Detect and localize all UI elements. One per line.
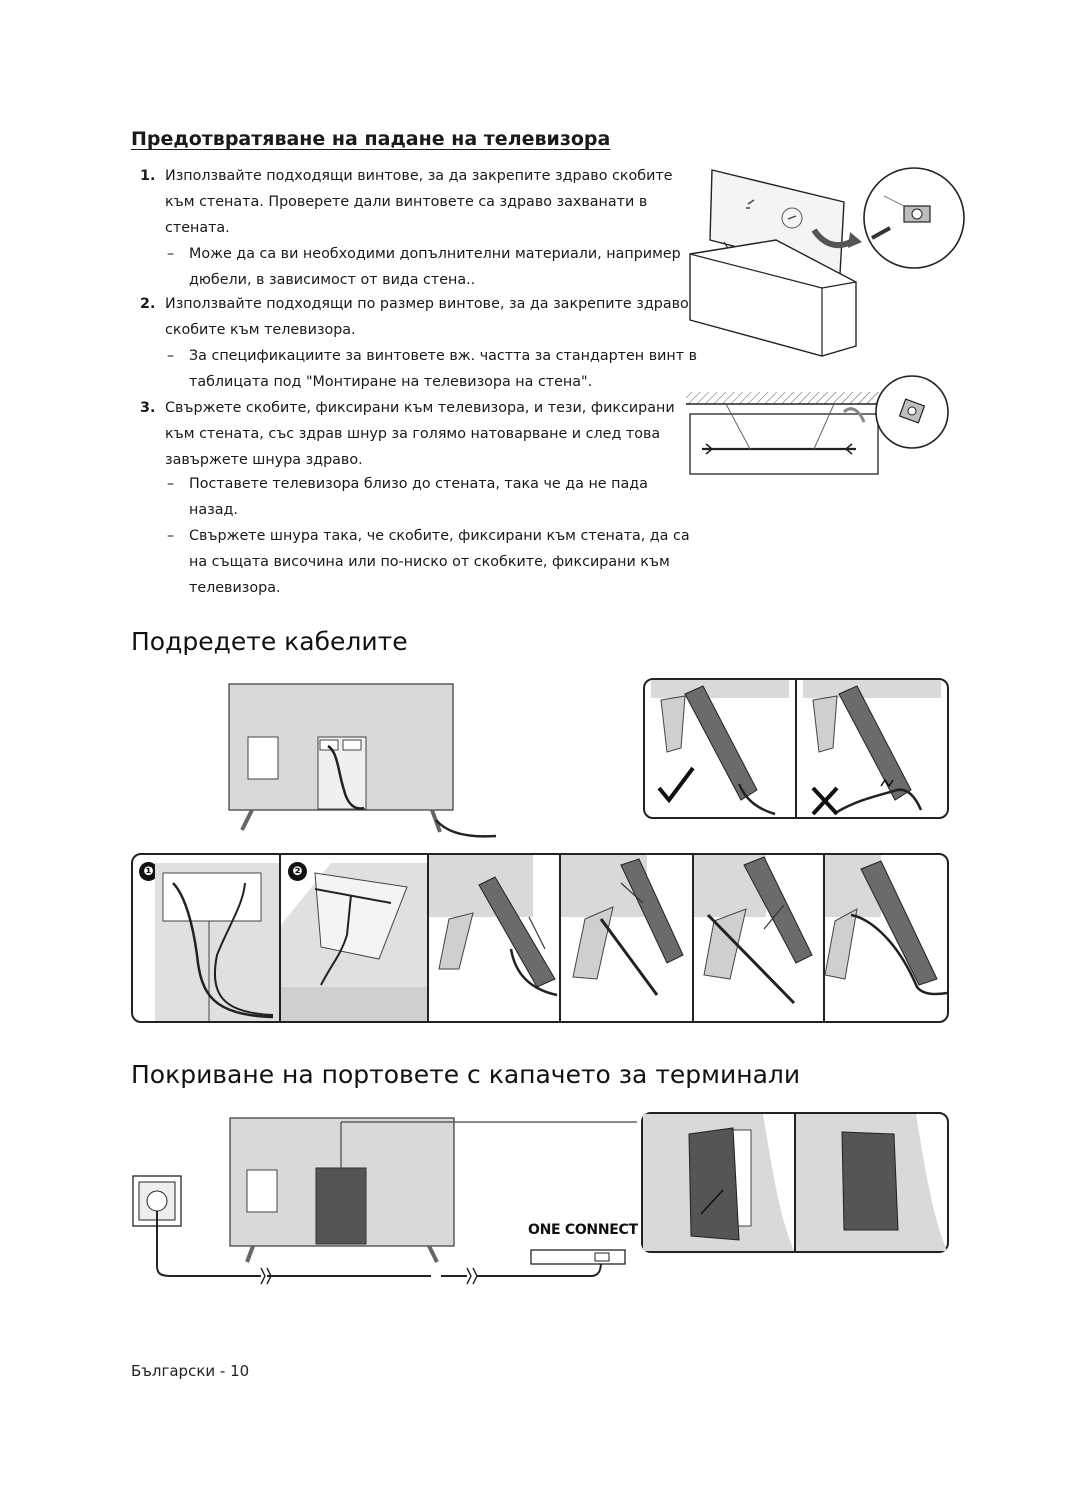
sublist-dash: – [167, 476, 175, 492]
tv-back-cable-illustration [228, 683, 497, 838]
sublist-dash: – [167, 348, 175, 364]
section-heading-prevent-falling: Предотвратяване на падане на телевизора [131, 128, 611, 150]
page-footer: Български - 10 [131, 1362, 250, 1380]
sublist-dash: – [167, 246, 175, 262]
sublist-item: Може да са ви необходими допълнителни ма… [189, 241, 681, 293]
text-line: дюбели, в зависимост от вида стена.. [189, 272, 476, 288]
panel-divider [427, 855, 429, 1021]
tv-stand-bracket-illustration [689, 167, 965, 357]
terminal-cover-step-2-illustration [796, 1114, 947, 1251]
list-number: 2. [140, 296, 156, 312]
terminal-cover-step-1-illustration [643, 1114, 794, 1251]
wall-cord-illustration [686, 375, 949, 475]
list-number: 3. [140, 400, 156, 416]
step-badge-2: ❷ [288, 862, 307, 881]
text-line: Използвайте подходящи по размер винтове,… [165, 296, 689, 312]
cable-step-6-illustration [824, 855, 948, 996]
panel-divider [279, 855, 281, 1021]
text-line: завържете шнура здраво. [165, 452, 363, 468]
step-badge-1: ❶ [139, 862, 158, 881]
text-line: назад. [189, 502, 238, 518]
list-item: Използвайте подходящи по размер винтове,… [165, 291, 689, 343]
text-line: Свържете скобите, фиксирани към телевизо… [165, 400, 675, 416]
text-line: таблицата под "Монтиране на телевизора н… [189, 374, 593, 390]
panel-divider [559, 855, 561, 1021]
one-connect-tv-illustration [132, 1117, 637, 1285]
text-line: Свържете шнура така, че скобите, фиксира… [189, 528, 690, 544]
section-heading-terminal-cover: Покриване на портовете с капачето за тер… [131, 1060, 801, 1089]
cable-step-1-illustration [155, 863, 279, 1021]
text-line: към стената. Проверете дали винтовете са… [165, 194, 648, 210]
stand-correct-illustration [651, 680, 789, 816]
text-line: скобите към телевизора. [165, 322, 356, 338]
panel-divider [795, 679, 797, 818]
sublist-item: Свържете шнура така, че скобите, фиксира… [189, 523, 690, 601]
text-line: стената. [165, 220, 230, 236]
panel-divider [794, 1113, 796, 1252]
list-item: Свържете скобите, фиксирани към телевизо… [165, 395, 675, 473]
list-number: 1. [140, 168, 156, 184]
list-item: Използвайте подходящи винтове, за да зак… [165, 163, 673, 241]
one-connect-label: ONE CONNECT [528, 1222, 638, 1238]
text-line: Може да са ви необходими допълнителни ма… [189, 246, 681, 262]
sublist-item: За спецификациите за винтовете вж. частт… [189, 343, 697, 395]
section-heading-arrange-cables: Подредете кабелите [131, 627, 408, 656]
cable-step-2-illustration [281, 863, 427, 1021]
panel-divider [692, 855, 694, 1021]
text-line: За спецификациите за винтовете вж. частт… [189, 348, 698, 364]
cable-steps-panel [131, 853, 949, 1023]
panel-divider [823, 855, 825, 1021]
text-line: Поставете телевизора близо до стената, т… [189, 476, 648, 492]
sublist-item: Поставете телевизора близо до стената, т… [189, 471, 648, 523]
text-line: телевизора. [189, 580, 281, 596]
text-line: към стената, със здрав шнур за голямо на… [165, 426, 661, 442]
text-line: на същата височина или по-ниско от скобк… [189, 554, 670, 570]
text-line: Използвайте подходящи винтове, за да зак… [165, 168, 673, 184]
cable-step-5-illustration [694, 855, 813, 1005]
sublist-dash: – [167, 528, 175, 544]
cable-step-4-illustration [561, 855, 684, 996]
cable-step-3-illustration [429, 855, 558, 997]
stand-wrong-illustration [803, 680, 941, 816]
